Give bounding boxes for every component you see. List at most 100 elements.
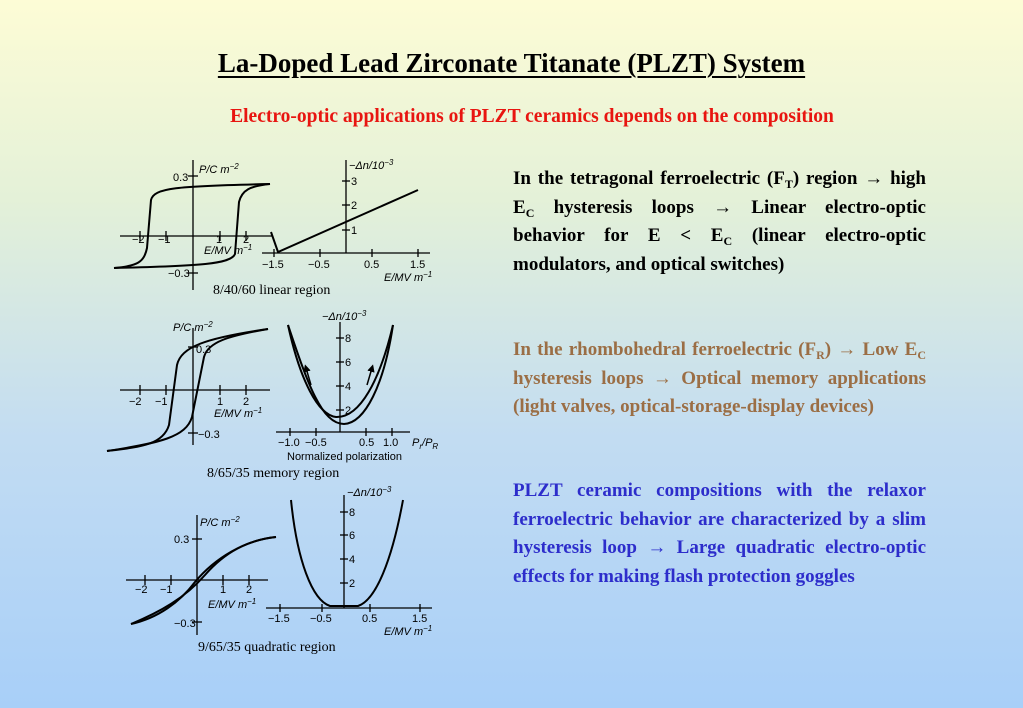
svg-text:Pr/PR: Pr/PR xyxy=(412,437,438,451)
axis-end-sub-r: r xyxy=(419,442,422,451)
ylabel-exp: −3 xyxy=(384,158,394,167)
x-tick: −1 xyxy=(158,234,171,246)
text-run: In the tetragonal ferroelectric (F xyxy=(513,168,785,189)
x-tick: −0.5 xyxy=(308,259,330,271)
pe-plot-linear xyxy=(113,160,272,290)
text-run: (linear electro-optic modulators, and op… xyxy=(513,225,926,275)
x-tick: −1 xyxy=(155,396,168,408)
x-tick: 1 xyxy=(220,584,226,596)
y-tick: 0.3 xyxy=(173,172,188,184)
subscript-c: C xyxy=(723,234,733,248)
xlabel-exp: −1 xyxy=(253,406,262,415)
x-tick: −2 xyxy=(135,584,148,596)
text-run: hysteresis loops → Optical memory applic… xyxy=(513,367,926,418)
caption-quadratic-region: 9/65/35 quadratic region xyxy=(198,640,336,655)
y-tick: 1 xyxy=(351,225,357,237)
ylabel: −Δn/10 xyxy=(322,311,358,323)
figure-quadratic-region: P/C m−2 0.3 −0.3 −2 −1 1 2 E/MV m−1 −Δn/… xyxy=(126,485,432,638)
ylabel-exp: −3 xyxy=(382,485,392,494)
y-tick: 3 xyxy=(351,176,357,188)
y-tick: 2 xyxy=(349,578,355,590)
pe-labels-memory: P/C m−2 0.3 −0.3 −2 −1 1 2 E/MV m−1 xyxy=(129,320,262,441)
xlabel-exp: −1 xyxy=(247,597,256,606)
xlabel-exp: −1 xyxy=(423,270,432,279)
y-tick: −0.3 xyxy=(168,268,190,280)
x-tick: −1.5 xyxy=(262,259,284,271)
figure-linear-region: P/C m−2 0.3 −0.3 −2 −1 1 2 E/MV m−1 −Δn/… xyxy=(113,158,432,290)
hysteresis-loop-lower xyxy=(113,183,271,269)
optic-plot-linear xyxy=(262,160,430,257)
ylabel-exp: −2 xyxy=(204,320,214,329)
subscript-c: C xyxy=(525,205,535,220)
x-tick: −2 xyxy=(129,396,142,408)
svg-text:P/C m−2: P/C m−2 xyxy=(199,162,239,176)
xlabel-exp: −1 xyxy=(243,243,252,252)
caption-linear-region: 8/40/60 linear region xyxy=(213,283,331,298)
svg-text:E/MV m−1: E/MV m−1 xyxy=(384,270,432,284)
subscript-t: T xyxy=(784,177,793,191)
x-tick: 1.0 xyxy=(383,437,398,449)
axis-end-mid: /P xyxy=(421,437,433,449)
figure-memory-region: P/C m−2 0.3 −0.3 −2 −1 1 2 E/MV m−1 xyxy=(106,309,438,463)
x-tick: −1.5 xyxy=(268,613,290,625)
butterfly-curve-outer xyxy=(287,324,394,419)
y-tick: 2 xyxy=(345,405,351,417)
linear-birefringence-line xyxy=(270,189,419,254)
y-tick: 8 xyxy=(349,507,355,519)
ylabel-exp: −2 xyxy=(231,515,241,524)
y-tick: −0.3 xyxy=(174,618,196,630)
pe-labels-quadratic: P/C m−2 0.3 −0.3 −2 −1 1 2 E/MV m−1 xyxy=(135,515,256,630)
ylabel-exp: −3 xyxy=(357,309,367,318)
x-tick: 1.5 xyxy=(410,259,425,271)
pe-plot-memory xyxy=(106,328,270,452)
y-tick: 2 xyxy=(351,200,357,212)
x-tick: 1 xyxy=(217,396,223,408)
text-run: hysteresis loops → Linear electro-optic … xyxy=(513,196,926,247)
y-tick: 8 xyxy=(345,333,351,345)
direction-arrow-left xyxy=(303,364,312,386)
x-tick: 1.5 xyxy=(412,613,427,625)
x-tick: −0.5 xyxy=(310,613,332,625)
optic-plot-memory xyxy=(276,322,410,436)
svg-text:E/MV m−1: E/MV m−1 xyxy=(208,597,256,611)
ylabel: P/C m xyxy=(173,322,204,334)
svg-text:−Δn/10−3: −Δn/10−3 xyxy=(349,158,394,172)
svg-text:E/MV m−1: E/MV m−1 xyxy=(214,406,262,420)
ylabel: P/C m xyxy=(199,164,230,176)
ylabel-exp: −2 xyxy=(230,162,240,171)
pe-labels-linear: P/C m−2 0.3 −0.3 −2 −1 1 2 E/MV m−1 xyxy=(132,162,252,280)
xlabel: E/MV m xyxy=(384,272,423,284)
axis-end-sub-R: R xyxy=(432,442,438,451)
xlabel-exp: −1 xyxy=(423,624,432,633)
text-run: In the rhombohedral ferroelectric (F xyxy=(513,339,817,360)
xlabel: Normalized polarization xyxy=(287,451,402,463)
optic-labels-memory: −Δn/10−3 8 6 4 2 −1.0 −0.5 0.5 1.0 Pr/PR… xyxy=(278,309,438,463)
slide-title: La-Doped Lead Zirconate Titanate (PLZT) … xyxy=(217,48,806,78)
y-tick: 6 xyxy=(349,530,355,542)
optic-labels-quadratic: −Δn/10−3 8 6 4 2 −1.5 −0.5 0.5 1.5 E/MV … xyxy=(268,485,432,638)
direction-arrow-right xyxy=(366,364,375,386)
y-tick: 4 xyxy=(349,554,355,566)
x-tick: 2 xyxy=(243,396,249,408)
y-tick: 6 xyxy=(345,357,351,369)
svg-text:E/MV m−1: E/MV m−1 xyxy=(204,243,252,257)
svg-text:P/C m−2: P/C m−2 xyxy=(173,320,213,334)
xlabel: E/MV m xyxy=(214,408,253,420)
x-tick: 0.5 xyxy=(359,437,374,449)
paragraph-relaxor: PLZT ceramic compositions with the relax… xyxy=(513,480,926,587)
x-tick: −0.5 xyxy=(305,437,327,449)
x-tick: 2 xyxy=(246,584,252,596)
ylabel: −Δn/10 xyxy=(347,487,383,499)
ylabel: P/C m xyxy=(200,517,231,529)
hysteresis-loop-upper xyxy=(113,183,271,269)
svg-text:P/C m−2: P/C m−2 xyxy=(200,515,240,529)
xlabel: E/MV m xyxy=(384,626,423,638)
svg-text:−Δn/10−3: −Δn/10−3 xyxy=(347,485,392,499)
x-tick: 0.5 xyxy=(362,613,377,625)
paragraph-rhombohedral: In the rhombohedral ferroelectric (FR) →… xyxy=(513,336,926,422)
x-tick: −2 xyxy=(132,234,145,246)
text-run: ) → Low E xyxy=(824,339,918,360)
butterfly-curve-inner xyxy=(287,324,394,426)
svg-text:E/MV m−1: E/MV m−1 xyxy=(384,624,432,638)
y-tick: 0.3 xyxy=(174,534,189,546)
